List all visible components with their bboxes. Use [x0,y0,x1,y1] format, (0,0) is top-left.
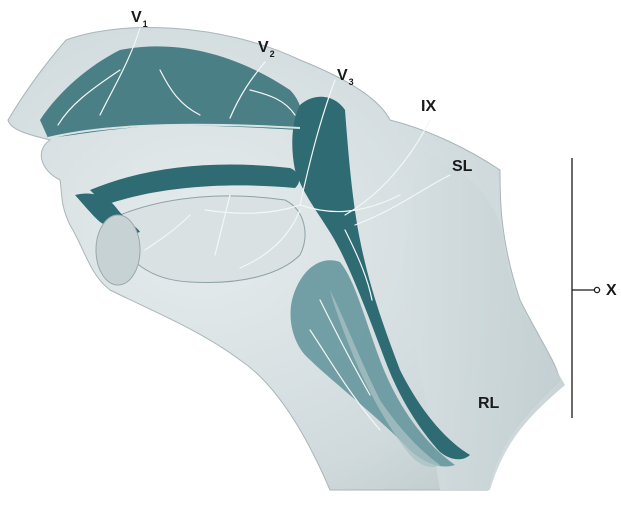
label-rl: RL [478,396,499,412]
label-v1: V1 [131,10,148,26]
label-x: X [606,283,617,299]
label-sl: SL [452,159,472,175]
x-bracket [572,158,600,418]
label-v2: V2 [258,40,275,56]
chin-bulge [96,215,140,285]
tongue [120,196,305,283]
label-ix: IX [421,99,436,115]
label-v3: V3 [337,68,354,84]
